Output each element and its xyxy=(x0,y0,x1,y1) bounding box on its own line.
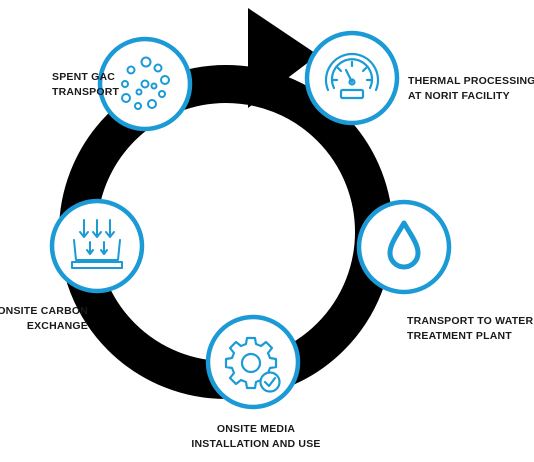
filter-arrows-icon xyxy=(71,219,123,269)
node-transport xyxy=(356,199,452,295)
label-onsite-media: ONSITE MEDIA INSTALLATION AND USE xyxy=(176,422,336,452)
label-transport-line1: TRANSPORT TO WATER xyxy=(407,315,534,327)
gear-check-icon xyxy=(224,336,281,393)
node-spent-gac xyxy=(97,36,193,132)
water-drop-icon xyxy=(387,220,421,270)
label-thermal-line2: AT NORIT FACILITY xyxy=(408,90,510,102)
label-spent-gac-line2: TRANSPORT xyxy=(52,86,120,98)
gauge-icon xyxy=(324,52,380,100)
label-thermal-line1: THERMAL PROCESSING xyxy=(408,75,534,87)
label-onsite-media-line1: ONSITE MEDIA xyxy=(216,423,296,435)
label-carbon-exchange-line2: EXCHANGE xyxy=(26,320,88,332)
label-transport-line2: TREATMENT PLANT xyxy=(407,330,512,342)
label-thermal: THERMAL PROCESSING AT NORIT FACILITY xyxy=(408,74,534,104)
label-spent-gac: SPENT GAC TRANSPORT xyxy=(52,70,119,100)
node-onsite-media xyxy=(205,314,301,410)
label-onsite-media-line2: INSTALLATION AND USE xyxy=(191,438,321,450)
label-carbon-exchange: ONSITE CARBON EXCHANGE xyxy=(0,304,88,334)
label-transport: TRANSPORT TO WATER TREATMENT PLANT xyxy=(407,314,533,344)
node-carbon-exchange xyxy=(49,198,145,294)
label-carbon-exchange-line1: ONSITE CARBON xyxy=(0,305,88,317)
node-thermal xyxy=(304,30,400,126)
label-spent-gac-line1: SPENT GAC xyxy=(52,71,116,83)
cycle-arrow-head xyxy=(248,8,318,108)
particles-icon xyxy=(121,56,170,110)
